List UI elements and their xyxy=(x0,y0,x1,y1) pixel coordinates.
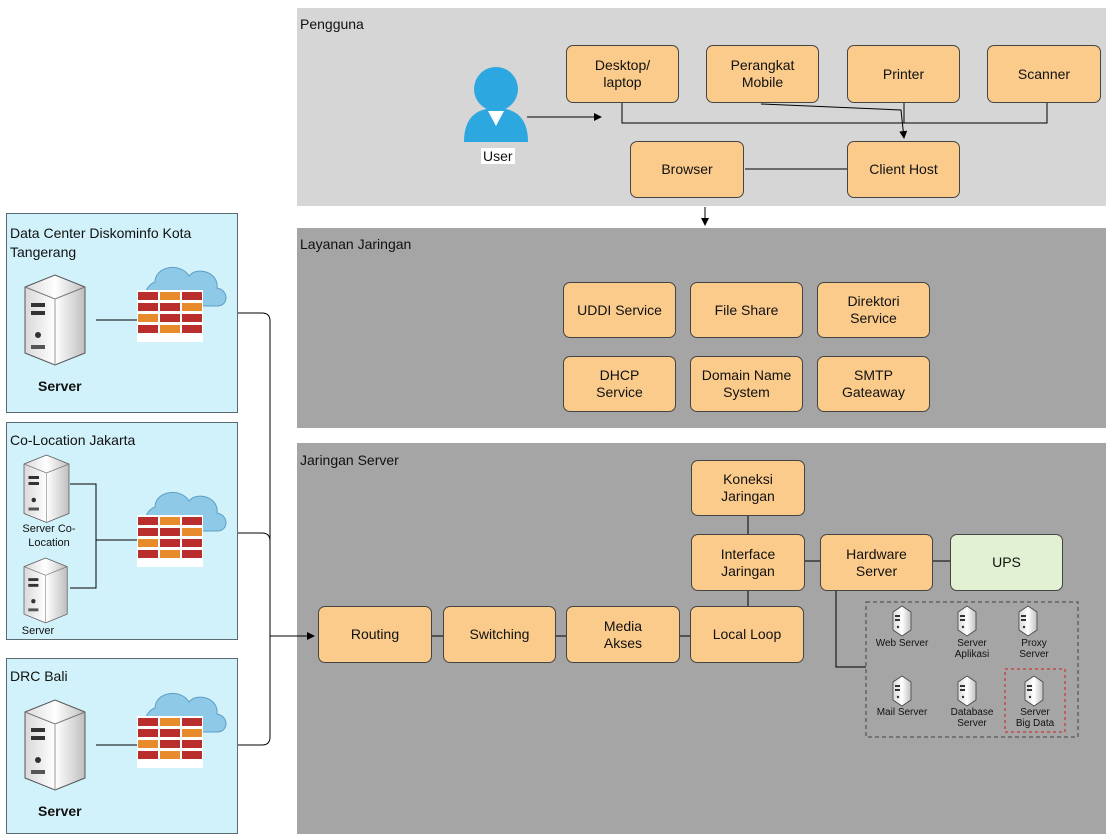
site-co-location-server1-label: Server Co- Location xyxy=(22,523,76,549)
node-routing[interactable]: Routing xyxy=(318,606,432,663)
layanan-jaringan-title: Layanan Jaringan xyxy=(300,236,412,252)
node-direktori-service[interactable]: Direktori Service xyxy=(817,282,930,338)
node-scanner[interactable]: Scanner xyxy=(987,45,1101,103)
site-drc-server-label: Server xyxy=(38,803,82,819)
node-dhcp-service[interactable]: DHCP Service xyxy=(563,356,676,412)
label-proxy-server: Proxy Server xyxy=(1019,638,1049,660)
node-client-host[interactable]: Client Host xyxy=(847,141,960,198)
user-label: User xyxy=(481,148,515,164)
node-domain-name-system[interactable]: Domain Name System xyxy=(690,356,803,412)
site-data-center-server-label: Server xyxy=(38,378,82,394)
node-interface-jaringan[interactable]: Interface Jaringan xyxy=(691,534,805,591)
user-icon xyxy=(464,67,528,142)
node-file-share[interactable]: File Share xyxy=(690,282,803,338)
node-koneksi-jaringan[interactable]: Koneksi Jaringan xyxy=(691,460,805,516)
site-data-center-title: Data Center Diskominfo Kota Tangerang xyxy=(10,225,192,260)
node-media-akses[interactable]: Media Akses xyxy=(566,606,680,663)
node-ups[interactable]: UPS xyxy=(950,534,1063,591)
jaringan-server-title: Jaringan Server xyxy=(300,452,399,468)
label-web-server: Web Server xyxy=(875,638,929,649)
node-printer[interactable]: Printer xyxy=(847,45,960,103)
node-smtp-gateaway[interactable]: SMTP Gateaway xyxy=(817,356,930,412)
node-hardware-server[interactable]: Hardware Server xyxy=(820,534,933,591)
node-perangkat-mobile[interactable]: Perangkat Mobile xyxy=(706,45,819,103)
node-desktop-laptop[interactable]: Desktop/ laptop xyxy=(566,45,679,103)
label-mail-server: Mail Server xyxy=(876,707,928,718)
site-drc-bali-title: DRC Bali xyxy=(10,668,68,684)
site-co-location-title: Co-Location Jakarta xyxy=(10,432,136,448)
label-server-aplikasi: Server Aplikasi xyxy=(954,638,990,660)
label-database-server: Database Server xyxy=(950,707,994,729)
node-switching[interactable]: Switching xyxy=(443,606,556,663)
node-uddi-service[interactable]: UDDI Service xyxy=(563,282,676,338)
pengguna-title: Pengguna xyxy=(300,16,364,32)
node-browser[interactable]: Browser xyxy=(630,141,744,198)
label-server-big-data: Server Big Data xyxy=(1015,707,1055,729)
site-co-location-server2-label: Server xyxy=(21,625,55,637)
node-local-loop[interactable]: Local Loop xyxy=(690,606,804,663)
